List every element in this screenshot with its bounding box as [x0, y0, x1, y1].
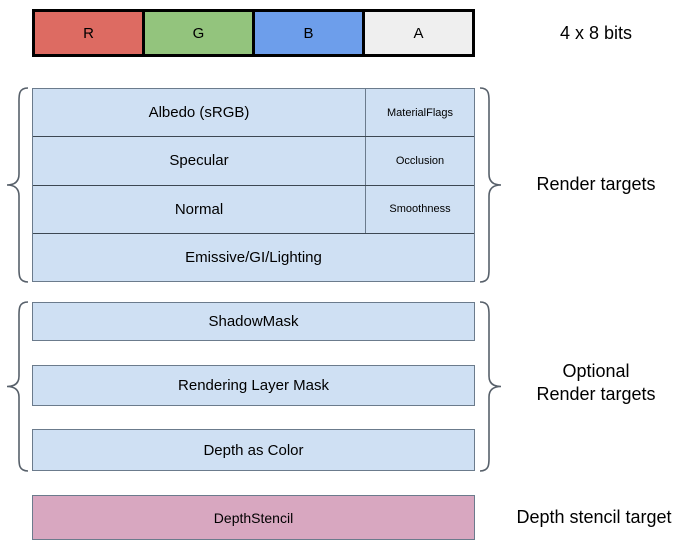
depth-stencil-label: DepthStencil: [213, 509, 294, 526]
channel-label-r: R: [83, 24, 94, 42]
channel-label-b: B: [303, 24, 314, 42]
channel-cell-a: A: [365, 12, 472, 54]
channel-bar: R G B A: [32, 9, 475, 57]
optional-render-target-label: Depth as Color: [203, 441, 304, 459]
depth-stencil-caption: Depth stencil target: [516, 507, 672, 527]
optional-render-targets-caption: Optional Render targets: [536, 361, 656, 404]
render-target-main-cell: Normal: [33, 185, 366, 233]
optional-render-target-box: Rendering Layer Mask: [32, 365, 475, 406]
render-targets-right-brace: [479, 87, 502, 283]
channel-cell-b: B: [255, 12, 365, 54]
render-target-aux-cell: Smoothness: [366, 186, 474, 233]
render-target-main-cell: Emissive/GI/Lighting: [33, 234, 474, 281]
render-target-aux-label: Smoothness: [389, 203, 451, 216]
channel-label-g: G: [192, 24, 205, 42]
channel-bar-caption: 4 x 8 bits: [559, 23, 633, 43]
optional-render-targets-left-brace: [6, 301, 29, 472]
depth-stencil-box: DepthStencil: [32, 495, 475, 540]
render-target-row: Normal Smoothness: [33, 185, 474, 234]
channel-cell-g: G: [145, 12, 255, 54]
render-target-aux-cell: MaterialFlags: [366, 89, 474, 136]
optional-render-targets-right-brace: [479, 301, 502, 472]
optional-render-target-box: Depth as Color: [32, 429, 475, 471]
render-target-main-label: Specular: [169, 152, 229, 170]
optional-render-target-box: ShadowMask: [32, 302, 475, 341]
render-targets-table: Albedo (sRGB) MaterialFlags Specular Occ…: [32, 88, 475, 282]
render-target-main-cell: Albedo (sRGB): [33, 89, 366, 137]
render-target-main-label: Emissive/GI/Lighting: [185, 248, 322, 266]
render-target-row: Emissive/GI/Lighting: [33, 234, 474, 281]
optional-render-target-label: Rendering Layer Mask: [178, 377, 329, 394]
render-target-row: Specular Occlusion: [33, 137, 474, 186]
render-target-row: Albedo (sRGB) MaterialFlags: [33, 89, 474, 138]
channel-cell-r: R: [35, 12, 145, 54]
render-target-aux-label: Occlusion: [395, 154, 445, 167]
render-target-main-label: Albedo (sRGB): [148, 104, 250, 122]
channel-label-a: A: [413, 24, 424, 42]
optional-render-target-label: ShadowMask: [208, 313, 299, 330]
render-targets-left-brace: [6, 87, 29, 283]
render-targets-caption: Render targets: [536, 174, 656, 194]
render-target-aux-cell: Occlusion: [366, 137, 474, 184]
render-target-main-label: Normal: [174, 200, 224, 218]
render-target-main-cell: Specular: [33, 137, 366, 185]
render-target-aux-label: MaterialFlags: [386, 106, 454, 119]
